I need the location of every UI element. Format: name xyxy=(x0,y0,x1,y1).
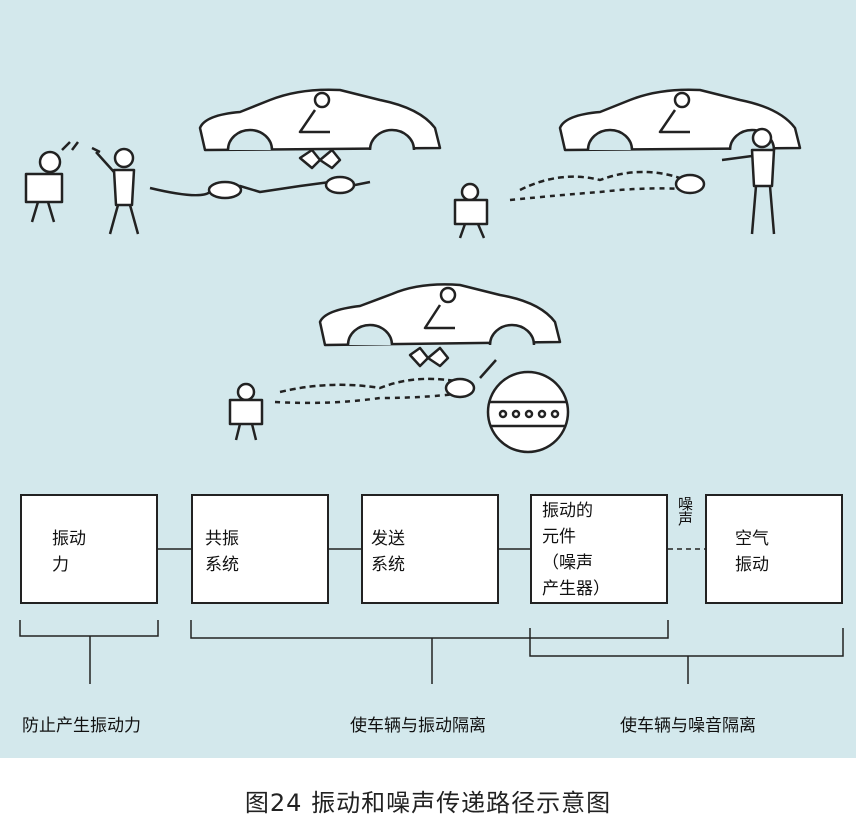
person-with-engine-icon-3 xyxy=(228,382,264,441)
person-listening-icon xyxy=(721,127,776,235)
label-prevent-vibration: 防止产生振动力 xyxy=(22,716,141,736)
block-vibration-force: 振动 力 xyxy=(20,494,158,604)
block-label: 振动 力 xyxy=(52,529,86,575)
label-isolate-vibration: 使车辆与振动隔离 xyxy=(350,716,486,736)
block-air-vibration: 空气 振动 xyxy=(705,494,843,604)
illustration-area xyxy=(24,88,802,454)
car-illustration-top-left xyxy=(198,88,442,170)
noise-connector-label: 噪声 xyxy=(676,496,694,526)
block-transmission-system: 发送 系统 xyxy=(361,494,499,604)
block-label: 共振 系统 xyxy=(205,529,239,575)
figure-caption: 图24 振动和噪声传递路径示意图 xyxy=(244,789,612,817)
person-standing-icon xyxy=(91,146,140,235)
block-label: 发送 系统 xyxy=(371,529,405,575)
label-isolate-noise: 使车辆与噪音隔离 xyxy=(620,716,756,736)
block-label: 空气 振动 xyxy=(735,529,769,575)
person-with-engine-icon-2 xyxy=(453,182,489,239)
connector-lines xyxy=(19,548,844,684)
material-detail-circle xyxy=(486,370,570,454)
car-illustration-middle xyxy=(318,283,562,368)
block-label: 振动的 元件 （噪声 产生器） xyxy=(542,501,610,599)
block-vibrating-element: 振动的 元件 （噪声 产生器） xyxy=(530,494,668,604)
block-resonance-system: 共振 系统 xyxy=(191,494,329,604)
person-with-engine-icon xyxy=(24,141,79,223)
